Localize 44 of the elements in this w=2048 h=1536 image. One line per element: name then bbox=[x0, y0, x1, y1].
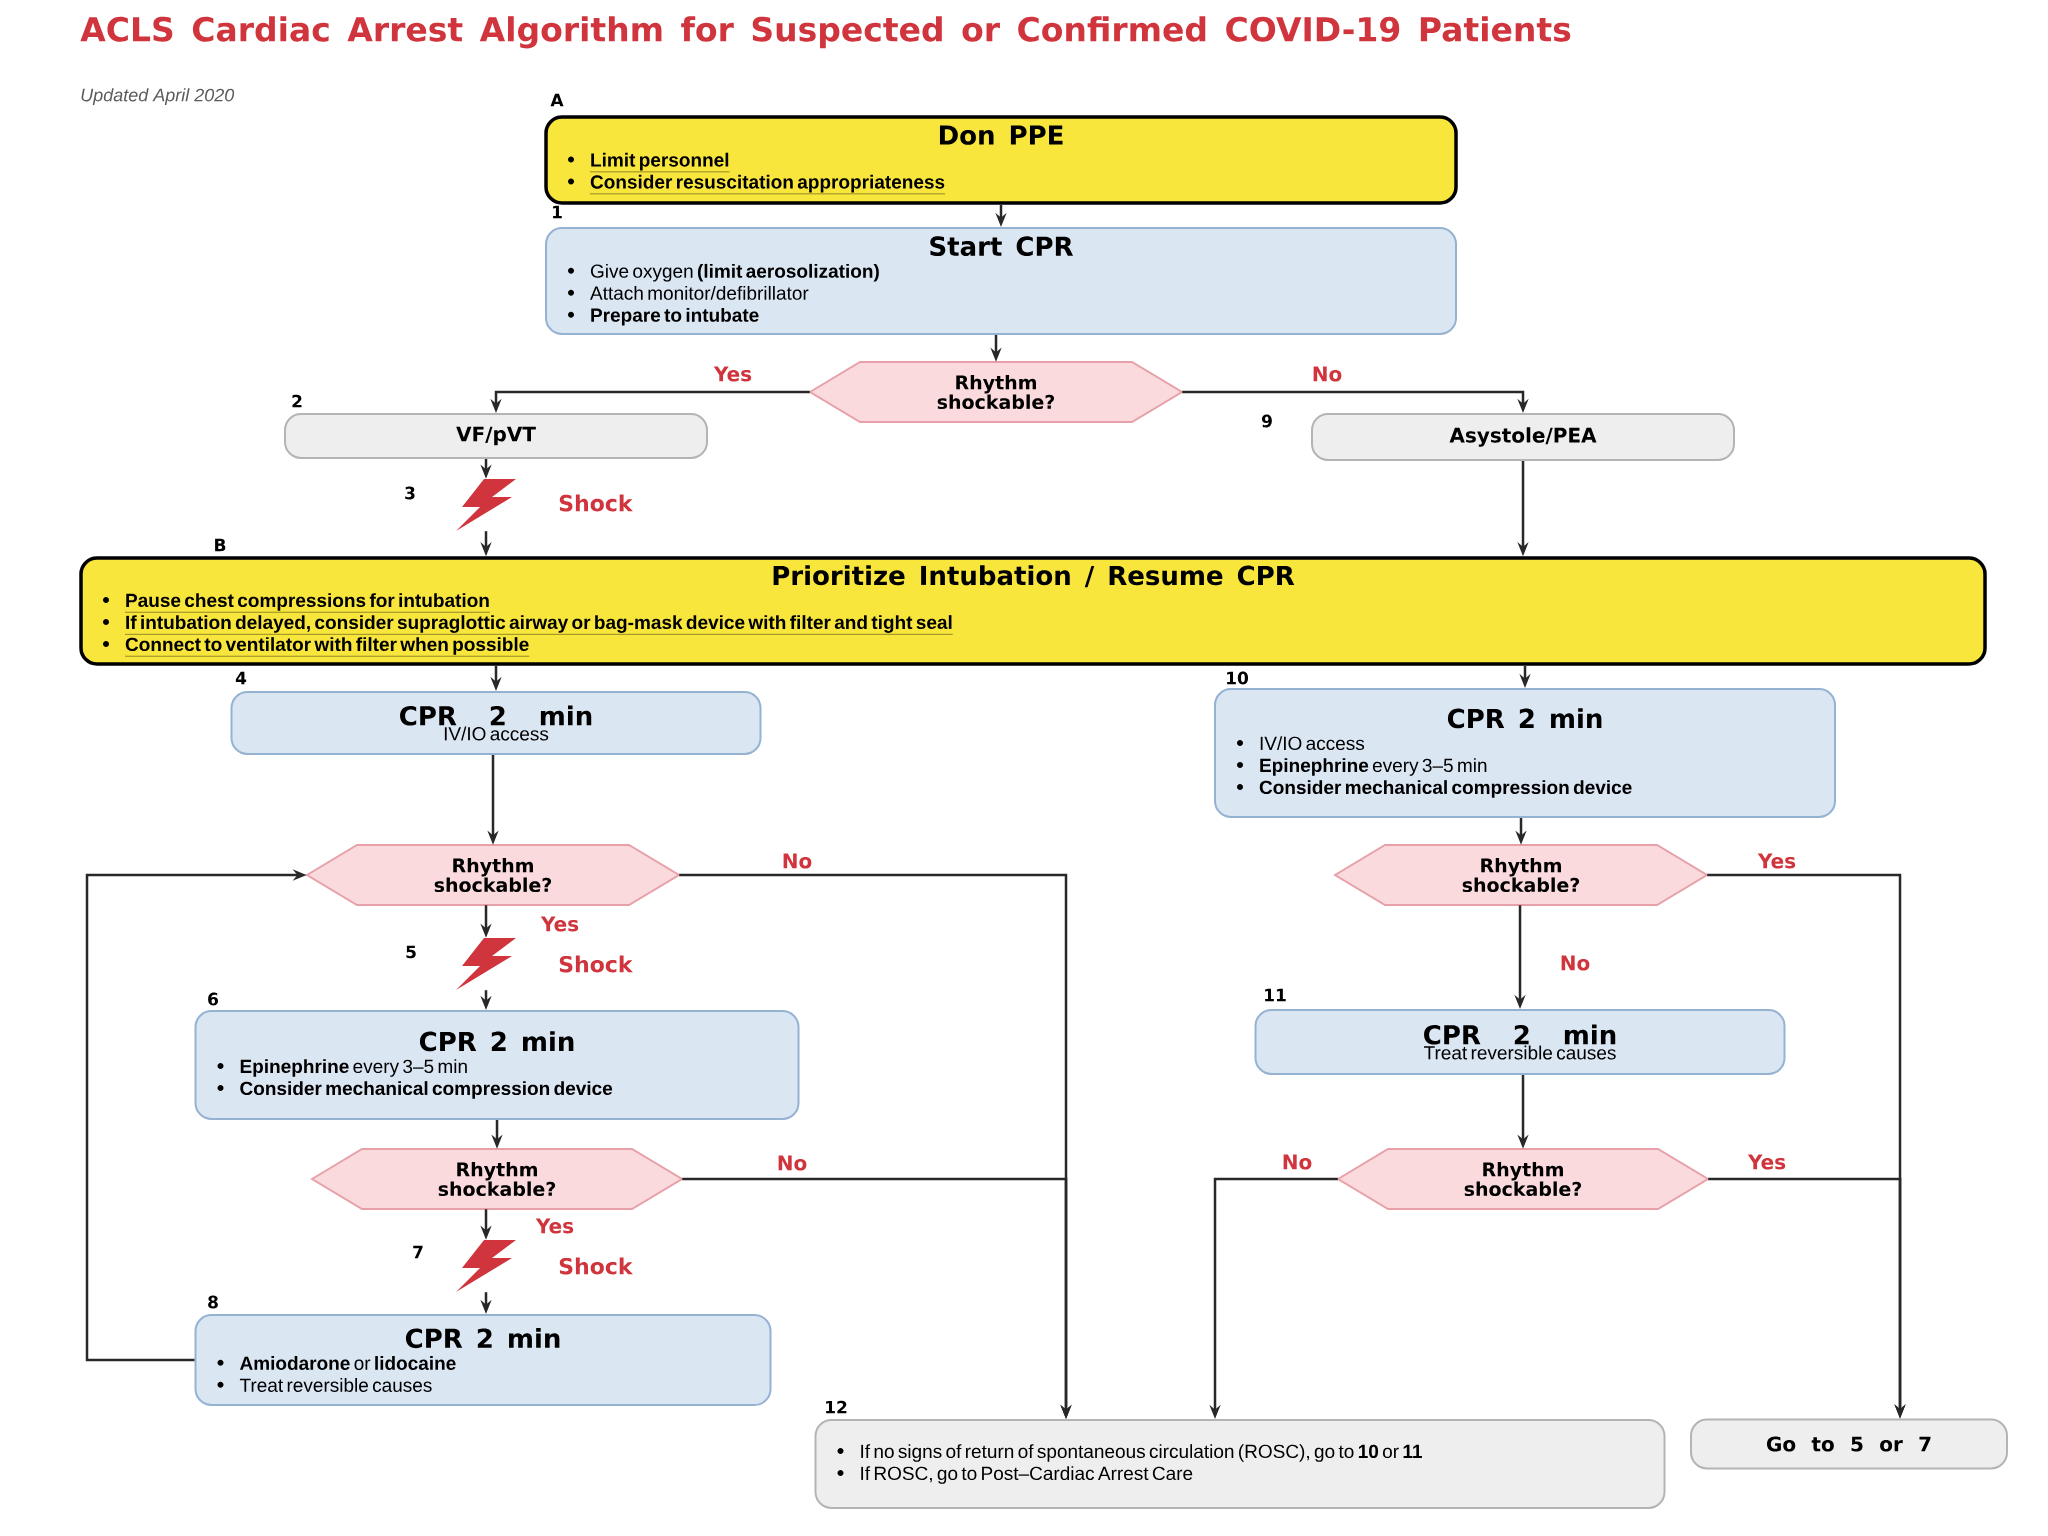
process-box: Go to 5 or 7 bbox=[1690, 1418, 2008, 1470]
edge-label: No bbox=[1557, 953, 1593, 973]
shock-label: Shock bbox=[559, 955, 633, 973]
callout-number: 7 bbox=[413, 1245, 423, 1259]
callout-number: 4 bbox=[235, 671, 247, 685]
callout-number: A bbox=[550, 93, 564, 107]
edge-label: Yes bbox=[1745, 1152, 1789, 1172]
callout-number: 3 bbox=[405, 486, 415, 500]
callout-number: 8 bbox=[208, 1295, 218, 1309]
lightning-icon bbox=[456, 479, 516, 531]
callout-number: 9 bbox=[1262, 414, 1272, 428]
callout-number: 5 bbox=[406, 945, 416, 959]
edge-label: No bbox=[774, 1153, 810, 1173]
edge-label: No bbox=[1309, 364, 1345, 384]
process-box: Start CPR Give oxygen (limit aerosolization) Attach monitor/defibrillator Prepare to intubate bbox=[545, 227, 1457, 335]
lightning-icon bbox=[456, 938, 516, 990]
process-box: CPR 2 min IV/IO access bbox=[230, 691, 762, 755]
callout-number: 10 bbox=[1227, 671, 1249, 685]
callout-number: 1 bbox=[553, 205, 562, 219]
edge-label: No bbox=[1279, 1152, 1315, 1172]
process-box: CPR 2 min Epinephrine every 3–5 min Consider mechanical compression device bbox=[194, 1010, 800, 1120]
edge-label: Yes bbox=[533, 1216, 577, 1236]
callout-number: 2 bbox=[292, 394, 302, 408]
shock-label: Shock bbox=[559, 1257, 633, 1275]
callout-number: B bbox=[215, 538, 226, 552]
title: ACLS Cardiac Arrest Algorithm for Suspected or Confirmed COVID-19 Patients bbox=[80, 16, 1571, 49]
callout-number: 6 bbox=[208, 992, 218, 1006]
edge-label: Yes bbox=[538, 914, 582, 934]
process-box: Asystole/PEA bbox=[1311, 413, 1735, 461]
process-box: Don PPE Limit personnel Consider resuscitation appropriateness bbox=[544, 115, 1458, 205]
lightning-icon bbox=[456, 1240, 516, 1292]
edge-label: Yes bbox=[1755, 851, 1799, 871]
update-note: Updated April 2020 bbox=[81, 88, 235, 105]
shock-label: Shock bbox=[559, 494, 633, 512]
process-box: VF/pVT bbox=[284, 413, 708, 459]
process-box: CPR 2 min Treat reversible causes bbox=[1254, 1009, 1786, 1075]
edge-label: No bbox=[779, 851, 815, 871]
callout-number: 11 bbox=[1265, 988, 1286, 1002]
process-box: CPR 2 min Amiodarone or lidocaine Treat reversible causes bbox=[194, 1314, 772, 1406]
process-box: Prioritize Intubation / Resume CPR Pause chest compressions for intubation If intubation delayed, consider supraglottic airway or bag-mask device with filter and tight seal Connect to ventilator with filter when possible bbox=[79, 556, 1987, 666]
process-box: CPR 2 min IV/IO access Epinephrine every 3–5 min Consider mechanical compression device bbox=[1214, 688, 1836, 818]
callout-number: 12 bbox=[826, 1400, 847, 1414]
edge-label: Yes bbox=[711, 364, 755, 384]
process-box: If no signs of return of spontaneous circulation (ROSC), go to 10 or 11 If ROSC, go to Post–Cardiac Arrest Care bbox=[814, 1419, 1666, 1509]
